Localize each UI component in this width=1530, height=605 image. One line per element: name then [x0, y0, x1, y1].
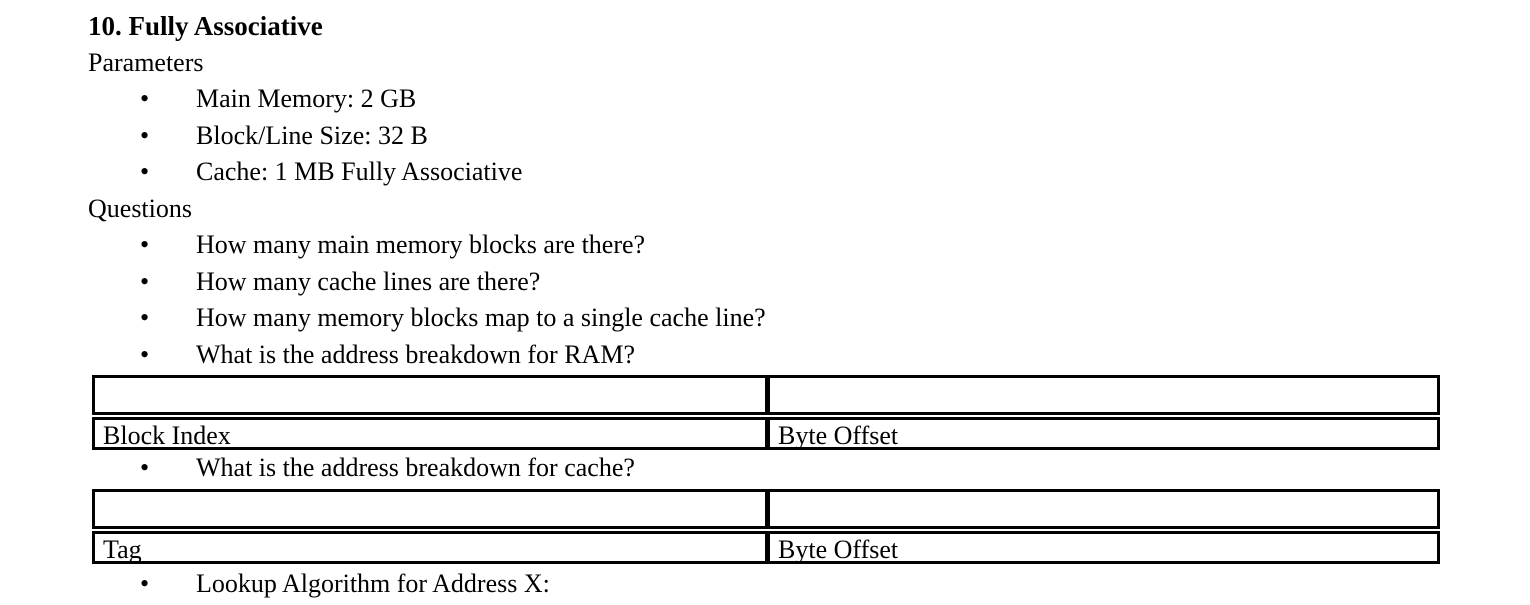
bullet-icon: • [140, 230, 150, 259]
question-item-blocks-per-line: • How many memory blocks map to a single… [88, 300, 1440, 337]
question-item-text: What is the address breakdown for RAM? [196, 339, 635, 369]
bullet-icon: • [140, 84, 150, 113]
cache-table-blank-cell-byte-offset[interactable] [768, 488, 1440, 529]
ram-address-breakdown-table: Block Index Byte Offset [92, 375, 1440, 450]
cache-address-breakdown-table: Tag Byte Offset [92, 488, 1440, 564]
parameter-item-text: Cache: 1 MB Fully Associative [196, 157, 523, 186]
parameter-item-main-memory: • Main Memory: 2 GB [88, 81, 1440, 118]
question-item-lookup-algorithm: • Lookup Algorithm for Address X: [88, 566, 1440, 603]
parameter-item-block-size: • Block/Line Size: 32 B [88, 118, 1440, 155]
table-row: Block Index Byte Offset [92, 417, 1440, 450]
question-item-text: How many cache lines are there? [196, 266, 541, 296]
ram-table-label-byte-offset: Byte Offset [768, 417, 1440, 450]
bullet-icon: • [140, 157, 150, 186]
table-row: Tag Byte Offset [92, 530, 1440, 564]
questions-label: Questions [88, 193, 192, 223]
ram-table-blank-cell-byte-offset[interactable] [768, 375, 1440, 415]
question-item-ram-breakdown: • What is the address breakdown for RAM? [88, 337, 1440, 374]
bullet-icon: • [140, 120, 150, 150]
section-heading: 10. Fully Associative [88, 11, 323, 41]
bullet-icon: • [140, 568, 150, 598]
bullet-icon: • [140, 339, 150, 369]
bullet-icon: • [140, 303, 150, 332]
question-item-text: How many main memory blocks are there? [196, 230, 646, 259]
bullet-icon: • [140, 453, 150, 482]
parameter-item-text: Block/Line Size: 32 B [196, 120, 428, 150]
ram-table-blank-cell-block-index[interactable] [92, 375, 768, 415]
parameters-label: Parameters [88, 47, 204, 77]
parameter-item-cache: • Cache: 1 MB Fully Associative [88, 154, 1440, 191]
cache-table-label-byte-offset: Byte Offset [768, 530, 1440, 564]
question-item-text: Lookup Algorithm for Address X: [196, 568, 550, 598]
question-item-cache-lines: • How many cache lines are there? [88, 264, 1440, 301]
question-item-cache-breakdown: • What is the address breakdown for cach… [88, 450, 1440, 487]
question-item-text: How many memory blocks map to a single c… [196, 303, 766, 332]
parameter-item-text: Main Memory: 2 GB [196, 84, 417, 113]
ram-table-label-block-index: Block Index [92, 417, 768, 450]
question-item-memory-blocks: • How many main memory blocks are there? [88, 227, 1440, 264]
cache-table-blank-cell-tag[interactable] [92, 488, 768, 529]
question-item-text: What is the address breakdown for cache? [196, 453, 635, 482]
table-row [92, 375, 1440, 415]
cache-table-label-tag: Tag [92, 530, 768, 564]
table-row [92, 488, 1440, 529]
bullet-icon: • [140, 266, 150, 296]
